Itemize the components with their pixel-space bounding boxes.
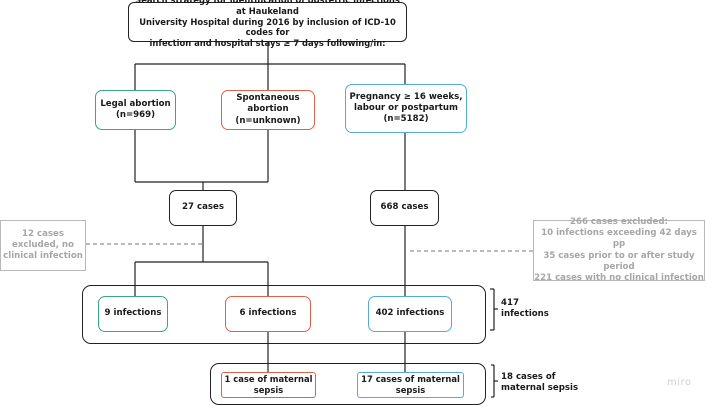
infections-total-label: 417 infections [501,298,549,320]
infections-group-frame [82,285,486,344]
cases-right-box: 668 cases [370,190,439,226]
sepsis-group-frame [210,363,486,405]
miro-watermark: miro [667,377,692,388]
infections-spontaneous-box: 6 infections [225,296,311,332]
pregnancy-box: Pregnancy ≥ 16 weeks, labour or postpart… [345,84,467,133]
infections-legal-box: 9 infections [98,296,168,332]
legal-abortion-box: Legal abortion (n=969) [95,90,176,130]
cases-left-box: 27 cases [169,190,237,226]
sepsis-right-box: 17 cases of maternal sepsis [357,372,464,398]
sepsis-left-box: 1 case of maternal sepsis [221,372,316,398]
spontaneous-abortion-box: Spontaneous abortion (n=unknown) [221,90,315,130]
infections-pregnancy-box: 402 infections [368,296,452,332]
excluded-left-box: 12 cases excluded, no clinical infection [0,220,86,271]
search-strategy-box: Search strategy for identification of ob… [128,0,407,48]
sepsis-total-label: 18 cases of maternal sepsis [501,372,579,394]
excluded-right-box: 266 cases excluded: 10 infections exceed… [533,216,705,283]
